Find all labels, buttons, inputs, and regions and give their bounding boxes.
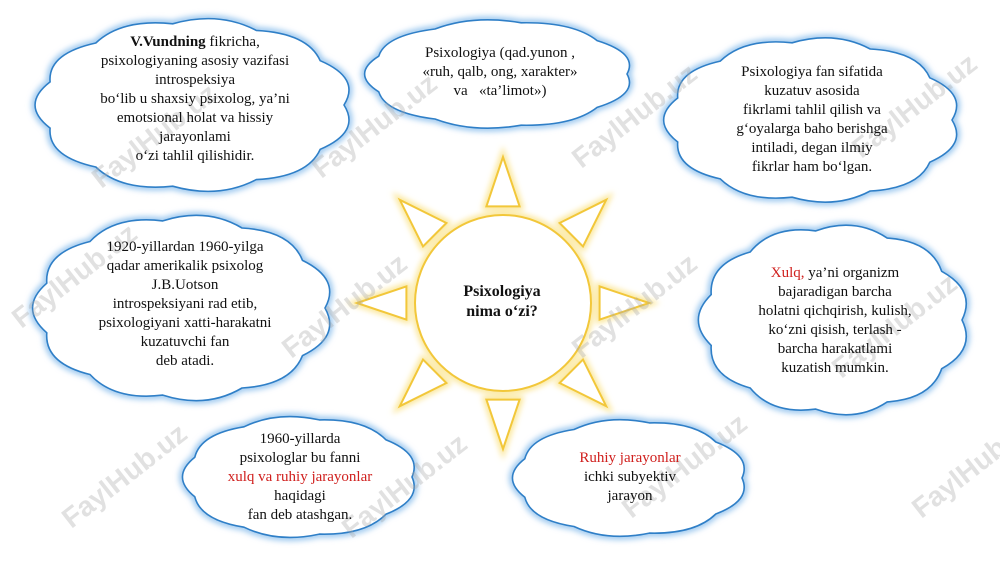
cloud-bottom-left-outline [181, 415, 415, 539]
cloud-text-line: psixologlar bu fanni [239, 450, 361, 466]
cloud-mid-left-text: 1920-yillardan 1960-yilga qadar amerikal… [45, 238, 325, 371]
cloud-text-line: fikrlami tahlil qilish va [743, 102, 881, 118]
cloud-text-line: haqidagi [274, 488, 326, 504]
sun-ray [397, 197, 449, 249]
cloud-text-line: Xulq, ya’ni organizm [700, 264, 970, 283]
cloud-text-line: o‘zi tahlil qilishidir. [135, 148, 255, 164]
cloud-text-line: emotsional holat va hissiy [116, 110, 274, 126]
cloud-text-line: Psixologiya (qad.yunon , [425, 45, 575, 61]
cloud-text-line: bo‘lib u shaxsiy psixolog, ya’ni [100, 91, 290, 107]
cloud-text-line: holatni qichqirish, kulish, [758, 303, 912, 319]
cloud-text-line: barcha harakatlami [777, 341, 893, 357]
sun-ray [397, 357, 449, 409]
cloud-text-line: 1920-yillardan 1960-yilga [106, 239, 264, 255]
sun-ray [598, 285, 653, 321]
sun-ray [485, 398, 521, 453]
author-name: V.Vundning [130, 34, 206, 50]
cloud-mid-right-text: Xulq, ya’ni organizm bajaradigan barcha … [700, 264, 970, 378]
sun-circle [414, 214, 592, 392]
cloud-text-line: J.B.Uotson [151, 277, 219, 293]
cloud-text-line: fan deb atashgan. [247, 507, 353, 523]
cloud-text-line: 1960-yillarda [259, 431, 341, 447]
cloud-text-line: introspeksiya [155, 72, 235, 88]
cloud-text-line: va «ta’limot») [453, 83, 547, 99]
cloud-top-center-outline [363, 19, 631, 129]
cloud-text-line: jarayonlami [159, 129, 231, 145]
cloud-text-line: qadar amerikalik psixolog [106, 258, 264, 274]
highlight-term: xulq va ruhiy jarayonlar [227, 469, 373, 485]
cloud-text-line: g‘oyalarga baho berishga [736, 121, 888, 137]
sun-ray [485, 153, 521, 208]
cloud-top-right-text: Psixologiya fan sifatida kuzatuv asosida… [672, 63, 952, 177]
cloud-text-line: kuzatish mumkin. [781, 360, 889, 376]
cloud-text-fragment: ya’ni organizm [804, 265, 900, 281]
clouds-layer [29, 15, 970, 541]
cloud-bottom-left-text: 1960-yillarda psixologlar bu fanni xulq … [190, 430, 410, 525]
sun-ray [353, 285, 408, 321]
center-title: Psixologiya nima o‘zi? [430, 282, 574, 322]
cloud-top-right [660, 34, 961, 206]
cloud-bottom-right-text: Ruhiy jarayonlar ichki subyektiv jarayon [520, 449, 740, 506]
cloud-top-left-text: V.Vundning fikricha, psixologiyaning aso… [45, 33, 345, 166]
cloud-text-line: kuzatuvchi fan [140, 334, 230, 350]
cloud-text-fragment: fikricha, [205, 34, 260, 50]
cloud-mid-left-outline [31, 214, 331, 402]
cloud-mid-left [29, 211, 334, 405]
cloud-text-line: fikrlar ham bo‘lgan. [751, 159, 873, 175]
sun-ray [557, 357, 609, 409]
cloud-top-left-outline [34, 17, 350, 193]
cloud-bottom-left [178, 413, 418, 541]
cloud-text-line: Psixologiya fan sifatida [741, 64, 883, 80]
cloud-text-line: psixologiyani xatti-harakatni [98, 315, 272, 331]
cloud-mid-right-outline [697, 224, 967, 416]
cloud-text-line: bajaradigan barcha [778, 284, 892, 300]
cloud-text-line: ko‘zni qisish, terlash - [768, 322, 902, 338]
cloud-top-left [31, 15, 353, 195]
cloud-top-right-outline [662, 37, 958, 203]
highlight-term: Xulq, [770, 265, 805, 281]
center-title-line-2: nima o‘zi? [466, 303, 538, 320]
center-title-line-1: Psixologiya [463, 283, 541, 300]
cloud-bottom-right-outline [511, 418, 745, 538]
cloud-text-line: ichki subyektiv [583, 469, 677, 485]
cloud-text-line: introspeksiyani rad etib, [112, 296, 258, 312]
cloud-bottom-right [508, 416, 748, 540]
sun-shape [346, 146, 660, 460]
cloud-text-line: jarayon [607, 488, 653, 504]
cloud-mid-right [695, 221, 970, 419]
cloud-top-center-text: Psixologiya (qad.yunon , «ruh, qalb, ong… [380, 44, 620, 101]
cloud-text-line: intiladi, degan ilmiy [751, 140, 873, 156]
cloud-text-line: «ruh, qalb, ong, xarakter» [422, 64, 578, 80]
sun-ray [557, 197, 609, 249]
highlight-term: Ruhiy jarayonlar [579, 450, 681, 466]
cloud-text-line: V.Vundning fikricha, [45, 33, 345, 52]
sun-outline [353, 153, 653, 453]
cloud-text-line: deb atadi. [155, 353, 215, 369]
cloud-top-center [361, 16, 633, 132]
cloud-text-line: kuzatuv asosida [764, 83, 860, 99]
cloud-text-line: psixologiyaning asosiy vazifasi [100, 53, 290, 69]
